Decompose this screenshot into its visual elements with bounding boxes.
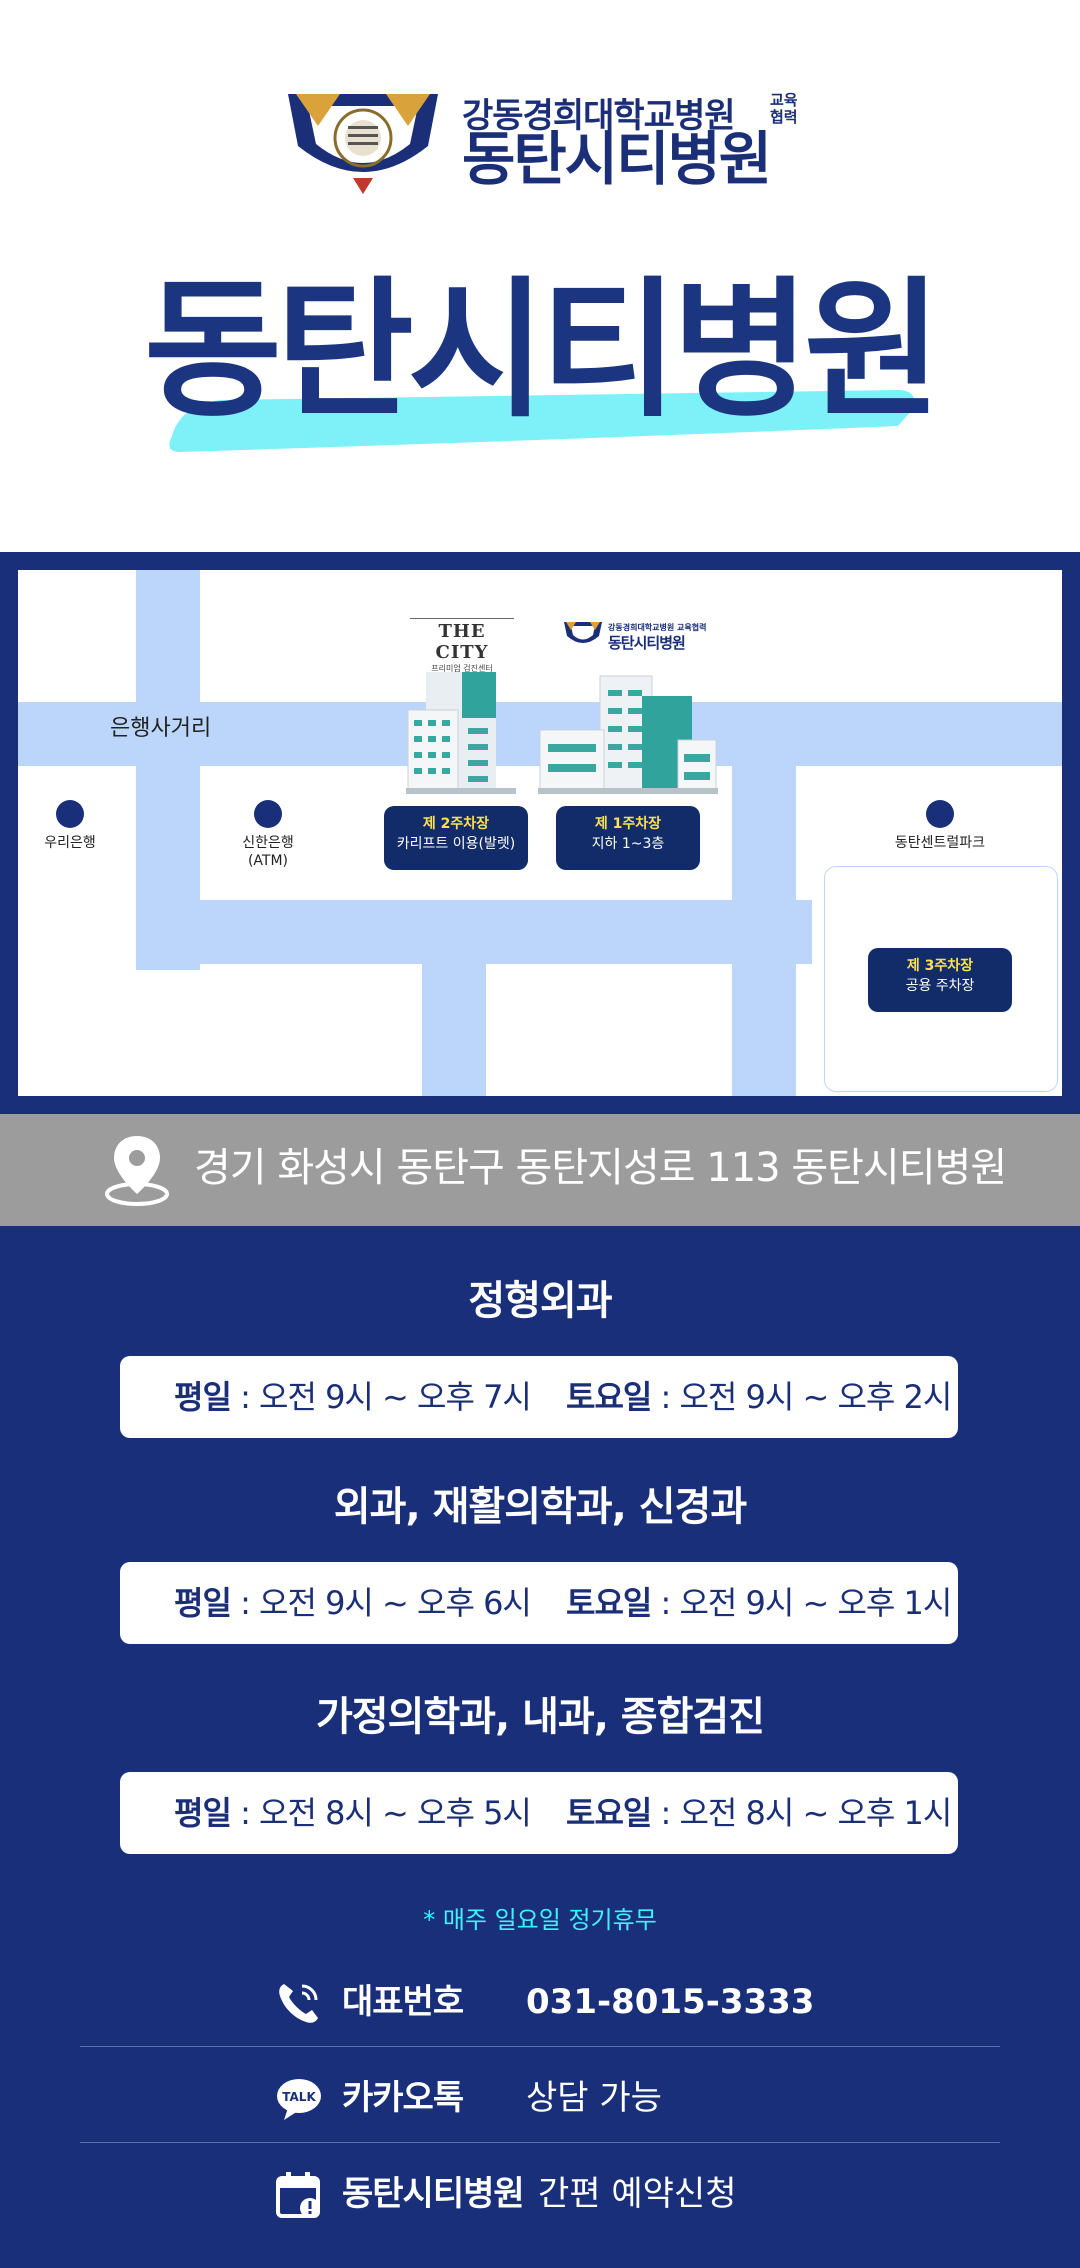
hours-section: 정형외과 평일 : 오전 9시 ~ 오후 7시 토요일 : 오전 9시 ~ 오후… [0, 1226, 1080, 2268]
divider [80, 2046, 1000, 2047]
contact-phone-label: 대표번호 [342, 1982, 464, 2022]
contact-reservation-label: 동탄시티병원 [342, 2174, 525, 2214]
saturday-hours: 토요일 : 오전 9시 ~ 오후 2시 [566, 1374, 953, 1420]
sunday-closed-notice: * 매주 일요일 정기휴무 [423, 1906, 657, 1934]
contact-kakaotalk[interactable]: TALK 카카오톡 상담 가능 [80, 2052, 1000, 2148]
marker-woori-bank [56, 800, 84, 828]
weekday-label: 평일 [174, 1794, 232, 1832]
brand-line1: 강동경희대학교병원 [462, 96, 736, 136]
contact-kakaotalk-label: 카카오톡 [342, 2078, 464, 2118]
hours-box-orthopedics: 평일 : 오전 9시 ~ 오후 7시 토요일 : 오전 9시 ~ 오후 2시 [120, 1356, 958, 1438]
weekday-hours: 평일 : 오전 9시 ~ 오후 7시 [174, 1374, 532, 1420]
talk-icon-text: TALK [282, 2090, 316, 2104]
hospital-emblem-logo [288, 94, 438, 194]
thecity-building-illustration [406, 672, 516, 794]
kakaotalk-icon: TALK [277, 2079, 321, 2120]
location-map: 은행사거리 우리은행 신한은행 (ATM) 동탄센트럴파크 THE CITY 프… [18, 570, 1062, 1096]
mini-logo-line2: 동탄시티병원 [608, 634, 686, 652]
saturday-value: : 오전 9시 ~ 오후 1시 [651, 1584, 953, 1622]
saturday-label: 토요일 [566, 1378, 652, 1416]
hours-box-surgery: 평일 : 오전 9시 ~ 오후 6시 토요일 : 오전 9시 ~ 오후 1시 [120, 1562, 958, 1644]
saturday-value: : 오전 8시 ~ 오후 1시 [651, 1794, 953, 1832]
mini-hospital-logo: 강동경희대학교병원 교육협력 동탄시티병원 [562, 620, 712, 652]
brush-highlight [169, 390, 915, 452]
parking-1-desc: 지하 1~3층 [591, 836, 665, 852]
dept-title-surgery: 외과, 재활의학과, 신경과 [333, 1484, 747, 1530]
saturday-hours: 토요일 : 오전 9시 ~ 오후 1시 [566, 1580, 953, 1626]
weekday-label: 평일 [174, 1378, 232, 1416]
place-woori-bank: 우리은행 [44, 835, 96, 851]
contact-reservation-value[interactable]: 간편 예약신청 [538, 2174, 737, 2214]
parking-3-desc: 공용 주차장 [905, 978, 975, 994]
place-central-park: 동탄센트럴파크 [894, 835, 986, 851]
calendar-icon [276, 2172, 320, 2218]
saturday-hours: 토요일 : 오전 8시 ~ 오후 1시 [566, 1790, 953, 1836]
page-title: 동탄시티병원 [143, 264, 942, 438]
street-label: 은행사거리 [110, 716, 212, 741]
saturday-label: 토요일 [566, 1584, 652, 1622]
dept-title-family-medicine: 가정의학과, 내과, 종합검진 [315, 1694, 765, 1740]
contact-phone[interactable]: 대표번호 031-8015-3333 [80, 1956, 1000, 2052]
marker-shinhan-bank [254, 800, 282, 828]
parking-badge-2: 제 2주차장 카리프트 이용(발렛) [384, 806, 528, 870]
brand-line2: 동탄시티병원 [462, 125, 772, 193]
mini-emblem-icon [564, 622, 602, 643]
weekday-value: : 오전 8시 ~ 오후 5시 [230, 1794, 532, 1832]
saturday-value: : 오전 9시 ~ 오후 2시 [651, 1378, 953, 1416]
weekday-hours: 평일 : 오전 9시 ~ 오후 6시 [174, 1580, 532, 1626]
parking-badge-3: 제 3주차장 공용 주차장 [868, 948, 1012, 1012]
weekday-label: 평일 [174, 1584, 232, 1622]
thecity-subtitle: 프리미엄 검진센터 [431, 664, 493, 673]
parking-3-title: 제 3주차장 [906, 958, 974, 974]
weekday-hours: 평일 : 오전 8시 ~ 오후 5시 [174, 1790, 532, 1836]
parking-badge-1: 제 1주차장 지하 1~3층 [556, 806, 700, 870]
contact-reservation[interactable]: 동탄시티병원 간편 예약신청 [80, 2148, 1000, 2244]
parking-1-title: 제 1주차장 [594, 816, 662, 832]
thecity-logo: THE CITY 프리미엄 검진센터 [410, 618, 514, 674]
hours-box-family-medicine: 평일 : 오전 8시 ~ 오후 5시 토요일 : 오전 8시 ~ 오후 1시 [120, 1772, 958, 1854]
mini-logo-line1: 강동경희대학교병원 교육협력 [608, 623, 707, 632]
place-shinhan-bank: 신한은행 (ATM) [242, 835, 294, 869]
hospital-building-illustration [538, 675, 718, 794]
brand-edu-label: 교육 협력 [770, 91, 798, 126]
weekday-value: : 오전 9시 ~ 오후 7시 [230, 1378, 532, 1416]
weekday-value: : 오전 9시 ~ 오후 6시 [230, 1584, 532, 1622]
road-vertical-middle [422, 900, 486, 1096]
parking-2-desc: 카리프트 이용(발렛) [396, 836, 516, 852]
dept-title-orthopedics: 정형외과 [468, 1278, 612, 1324]
phone-icon [279, 1984, 318, 2023]
marker-central-park [926, 800, 954, 828]
address-bar [0, 1114, 1080, 1226]
parking-2-title: 제 2주차장 [422, 816, 490, 832]
address-text: 경기 화성시 동탄구 동탄지성로 113 동탄시티병원 [194, 1145, 1007, 1191]
contact-kakaotalk-value[interactable]: 상담 가능 [526, 2078, 662, 2118]
divider [80, 2142, 1000, 2143]
saturday-label: 토요일 [566, 1794, 652, 1832]
location-pin-icon [105, 1136, 169, 1206]
thecity-title: THE CITY [410, 618, 514, 663]
header [0, 0, 1080, 552]
road-vertical-right [732, 766, 796, 1096]
contact-phone-value[interactable]: 031-8015-3333 [526, 1982, 815, 2022]
